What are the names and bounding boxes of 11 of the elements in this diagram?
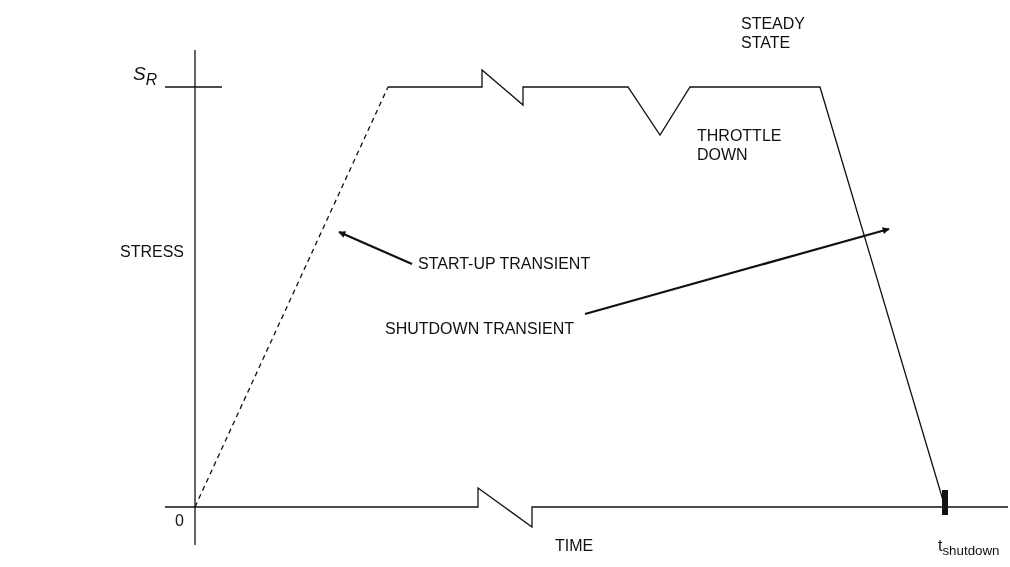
axis-title: TIME: [555, 536, 594, 555]
leader-arrow: [338, 231, 413, 265]
callout-text: START-UP TRANSIENT: [418, 254, 591, 273]
axis-value-label: t$_{shutdown}$: [938, 536, 1000, 561]
leader-arrow: [584, 227, 890, 316]
state-label: STEADY STATE: [741, 14, 806, 52]
callout-text: SHUTDOWN TRANSIENT: [385, 319, 575, 338]
stress-profile-curve: [387, 68, 946, 508]
axis-title: STRESS: [120, 242, 184, 261]
axis-value-label: S$_{R}$: [133, 64, 158, 89]
axis-value-label: 0: [175, 511, 184, 530]
